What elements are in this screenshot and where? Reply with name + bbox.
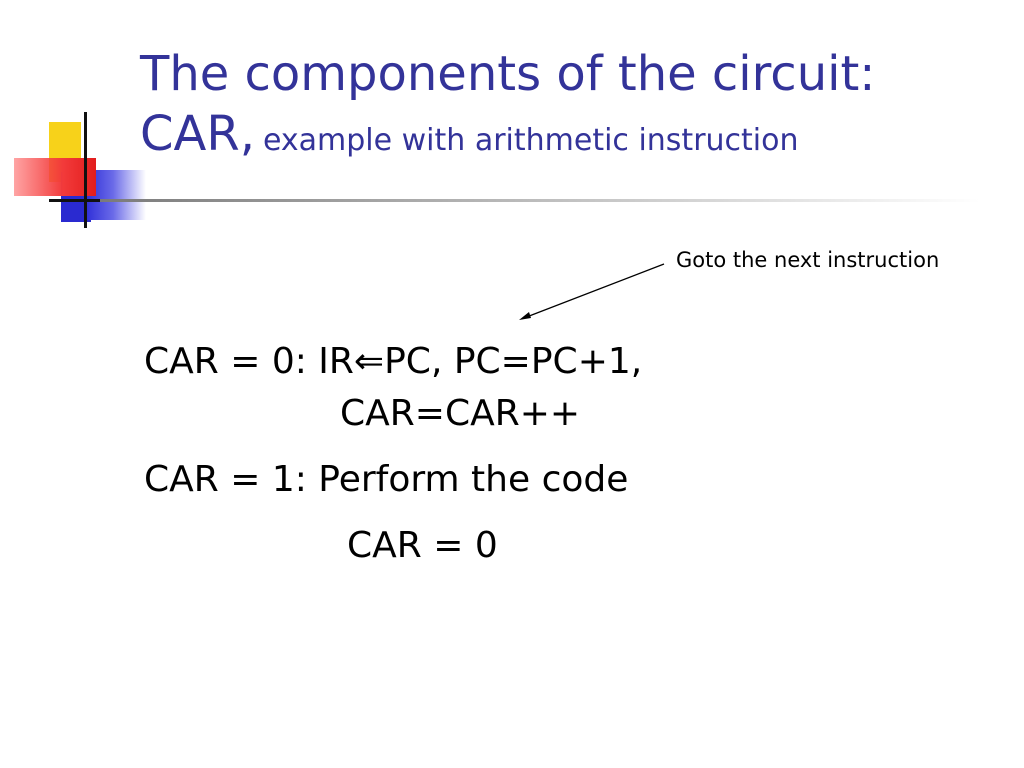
logo-horizontal-line	[49, 199, 109, 202]
title-divider	[100, 199, 980, 202]
body-line-3: CAR = 1: Perform the code	[144, 459, 629, 500]
logo-blue-bar	[86, 170, 146, 220]
title-line-2: CAR,example with arithmetic instruction	[140, 104, 1010, 171]
title-subtitle: example with arithmetic instruction	[262, 123, 799, 158]
body-line-1: CAR = 0: IR⇐PC, PC=PC+1,	[144, 341, 643, 382]
arrow-annotation-label: Goto the next instruction	[676, 248, 940, 272]
slide-body: CAR = 0: IR⇐PC, PC=PC+1, CAR=CAR++ CAR =…	[144, 336, 1004, 572]
body-line-2: CAR=CAR++	[340, 393, 581, 434]
title-main: CAR,	[140, 106, 255, 162]
title-line-1: The components of the circuit:	[140, 46, 876, 102]
logo-red-bar	[14, 158, 96, 196]
slide-title: The components of the circuit: CAR,examp…	[140, 44, 1010, 171]
body-line-4: CAR = 0	[347, 525, 498, 566]
logo-vertical-line	[84, 112, 87, 228]
